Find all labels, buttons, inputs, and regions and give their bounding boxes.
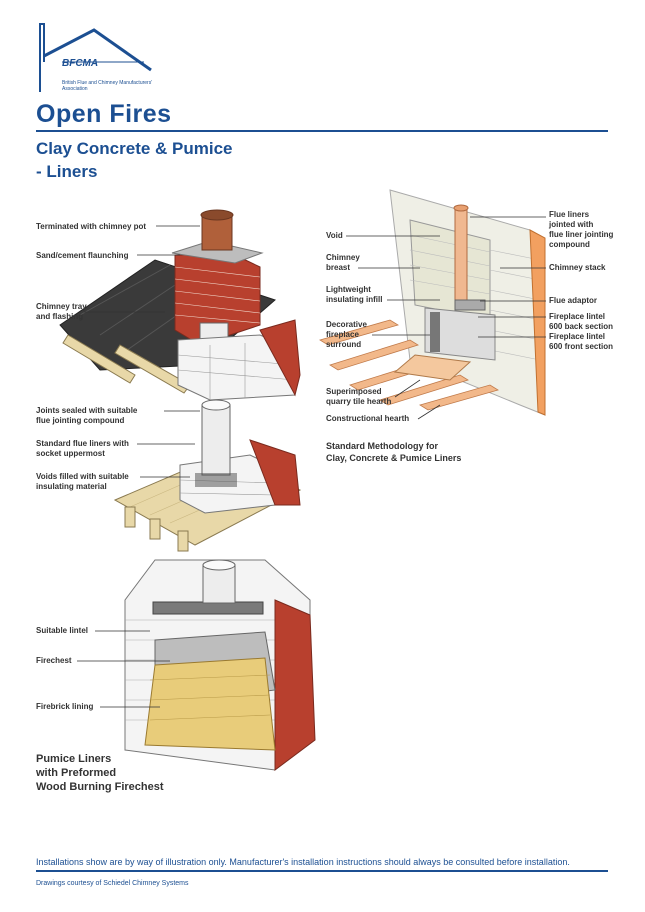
label-flue-adaptor: Flue adaptor (549, 296, 598, 305)
label-lightweight-infill-1: Lightweight (326, 285, 371, 294)
right-caption-line-2: Clay, Concrete & Pumice Liners (326, 453, 462, 463)
label-flaunching: Sand/cement flaunching (36, 251, 129, 260)
label-decorative-surround-3: surround (326, 340, 362, 349)
label-chimney-breast-1: Chimney (326, 253, 360, 262)
flue-liner-floor-illustration (113, 399, 302, 552)
cutaway-fireplace-illustration (319, 189, 546, 416)
label-flue-liners-jointed-3: flue liner jointing (549, 230, 614, 239)
title-rule (36, 130, 608, 132)
label-decorative-surround-1: Decorative (326, 320, 367, 329)
subtitle-line-2: - Liners (36, 162, 98, 181)
label-decorative-surround-2: fireplace (326, 330, 359, 339)
label-quarry-tile-2: quarry tile hearth (326, 397, 392, 406)
label-lintel-front-2: 600 front section (549, 342, 614, 351)
label-firebrick-lining: Firebrick lining (36, 702, 94, 711)
label-chimney-breast-2: breast (326, 263, 351, 272)
label-lightweight-infill-2: insulating infill (326, 295, 383, 304)
label-chimney-stack: Chimney stack (549, 263, 606, 272)
label-joints-sealed-2: flue jointing compound (36, 416, 125, 425)
label-suitable-lintel: Suitable lintel (36, 626, 89, 635)
bfcma-logo (36, 22, 156, 96)
label-voids-2: insulating material (36, 482, 107, 491)
label-chimney-tray-1: Chimney tray (36, 302, 87, 311)
label-joints-sealed-1: Joints sealed with suitable (36, 406, 138, 415)
label-constructional-hearth: Constructional hearth (326, 414, 410, 423)
label-flue-liners-1: Standard flue liners with (36, 439, 129, 448)
left-caption-line-3: Wood Burning Firechest (36, 781, 164, 793)
page-subtitle: Clay Concrete & Pumice - Liners (36, 137, 233, 183)
label-flue-liners-2: socket uppermost (36, 449, 105, 458)
firechest-illustration (124, 559, 316, 771)
chimney-stack-illustration (59, 209, 301, 401)
subtitle-line-1: Clay Concrete & Pumice (36, 139, 233, 158)
label-voids-1: Voids filled with suitable (36, 472, 129, 481)
footer-rule (36, 870, 608, 872)
label-flue-liners-jointed-2: jointed with (549, 220, 594, 229)
label-lintel-back-2: 600 back section (549, 322, 614, 331)
left-caption-line-2: with Preformed (36, 767, 117, 779)
label-quarry-tile-1: Superimposed (326, 387, 382, 396)
label-void: Void (326, 231, 343, 240)
label-lintel-back-1: Fireplace lintel (549, 312, 606, 321)
label-firechest: Firechest (36, 656, 72, 665)
logo-full-name: British Flue and Chimney Manufacturers' … (62, 80, 153, 92)
label-chimney-pot: Terminated with chimney pot (36, 222, 147, 231)
page-title: Open Fires (36, 100, 172, 128)
label-lintel-front-1: Fireplace lintel (549, 332, 606, 341)
logo-house-icon (39, 23, 152, 92)
right-caption-line-1: Standard Methodology for (326, 441, 438, 451)
footer-credit: Drawings courtesy of Schiedel Chimney Sy… (36, 880, 189, 887)
footer-disclaimer: Installations show are by way of illustr… (36, 857, 570, 867)
left-caption-line-1: Pumice Liners (36, 753, 112, 765)
label-flue-liners-jointed-4: compound (549, 240, 590, 249)
right-caption: Standard Methodology for Clay, Concrete … (326, 440, 461, 464)
label-chimney-tray-2: and flashing (36, 312, 84, 321)
logo-abbreviation: BFCMA (62, 58, 99, 69)
label-flue-liners-jointed-1: Flue liners (549, 210, 590, 219)
left-caption: Pumice Liners with Preformed Wood Burnin… (36, 752, 164, 794)
